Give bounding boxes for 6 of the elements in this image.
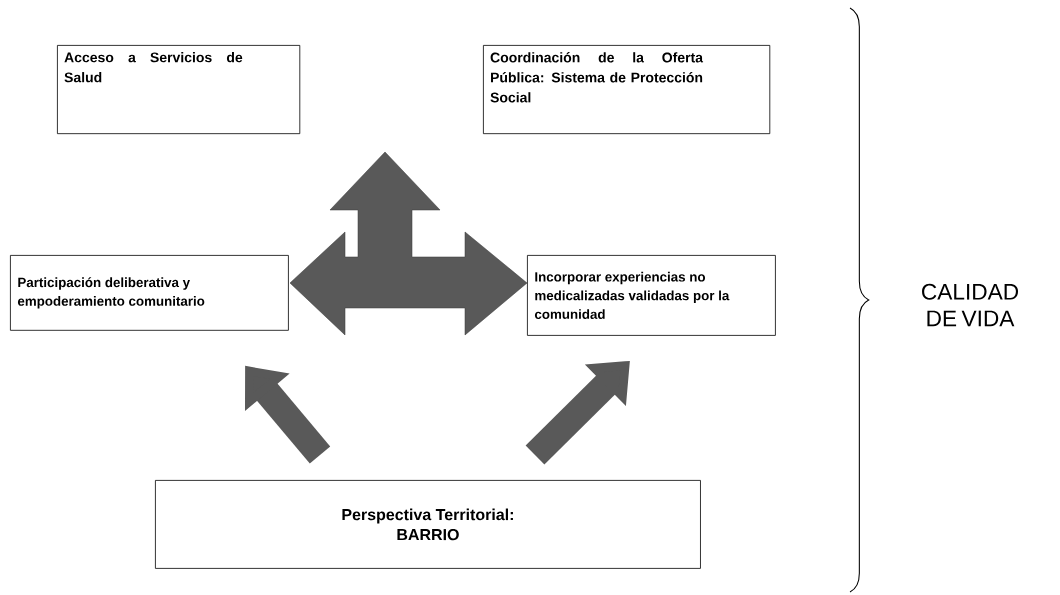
text-box: Participación deliberativa y empoderamiento comunitario (10, 255, 289, 331)
text-box: Perspectiva Territorial: BARRIO (155, 480, 701, 569)
text-box: Coordinación de la Oferta Pública: Sistema de Protección Social (483, 45, 771, 135)
text-box: Incorporar experiencias no medicalizadas validadas por la comunidad (527, 255, 776, 336)
side-label: CALIDAD DE VIDA (922, 283, 1019, 327)
text-box: Acceso a Servicios de Salud (57, 45, 301, 135)
